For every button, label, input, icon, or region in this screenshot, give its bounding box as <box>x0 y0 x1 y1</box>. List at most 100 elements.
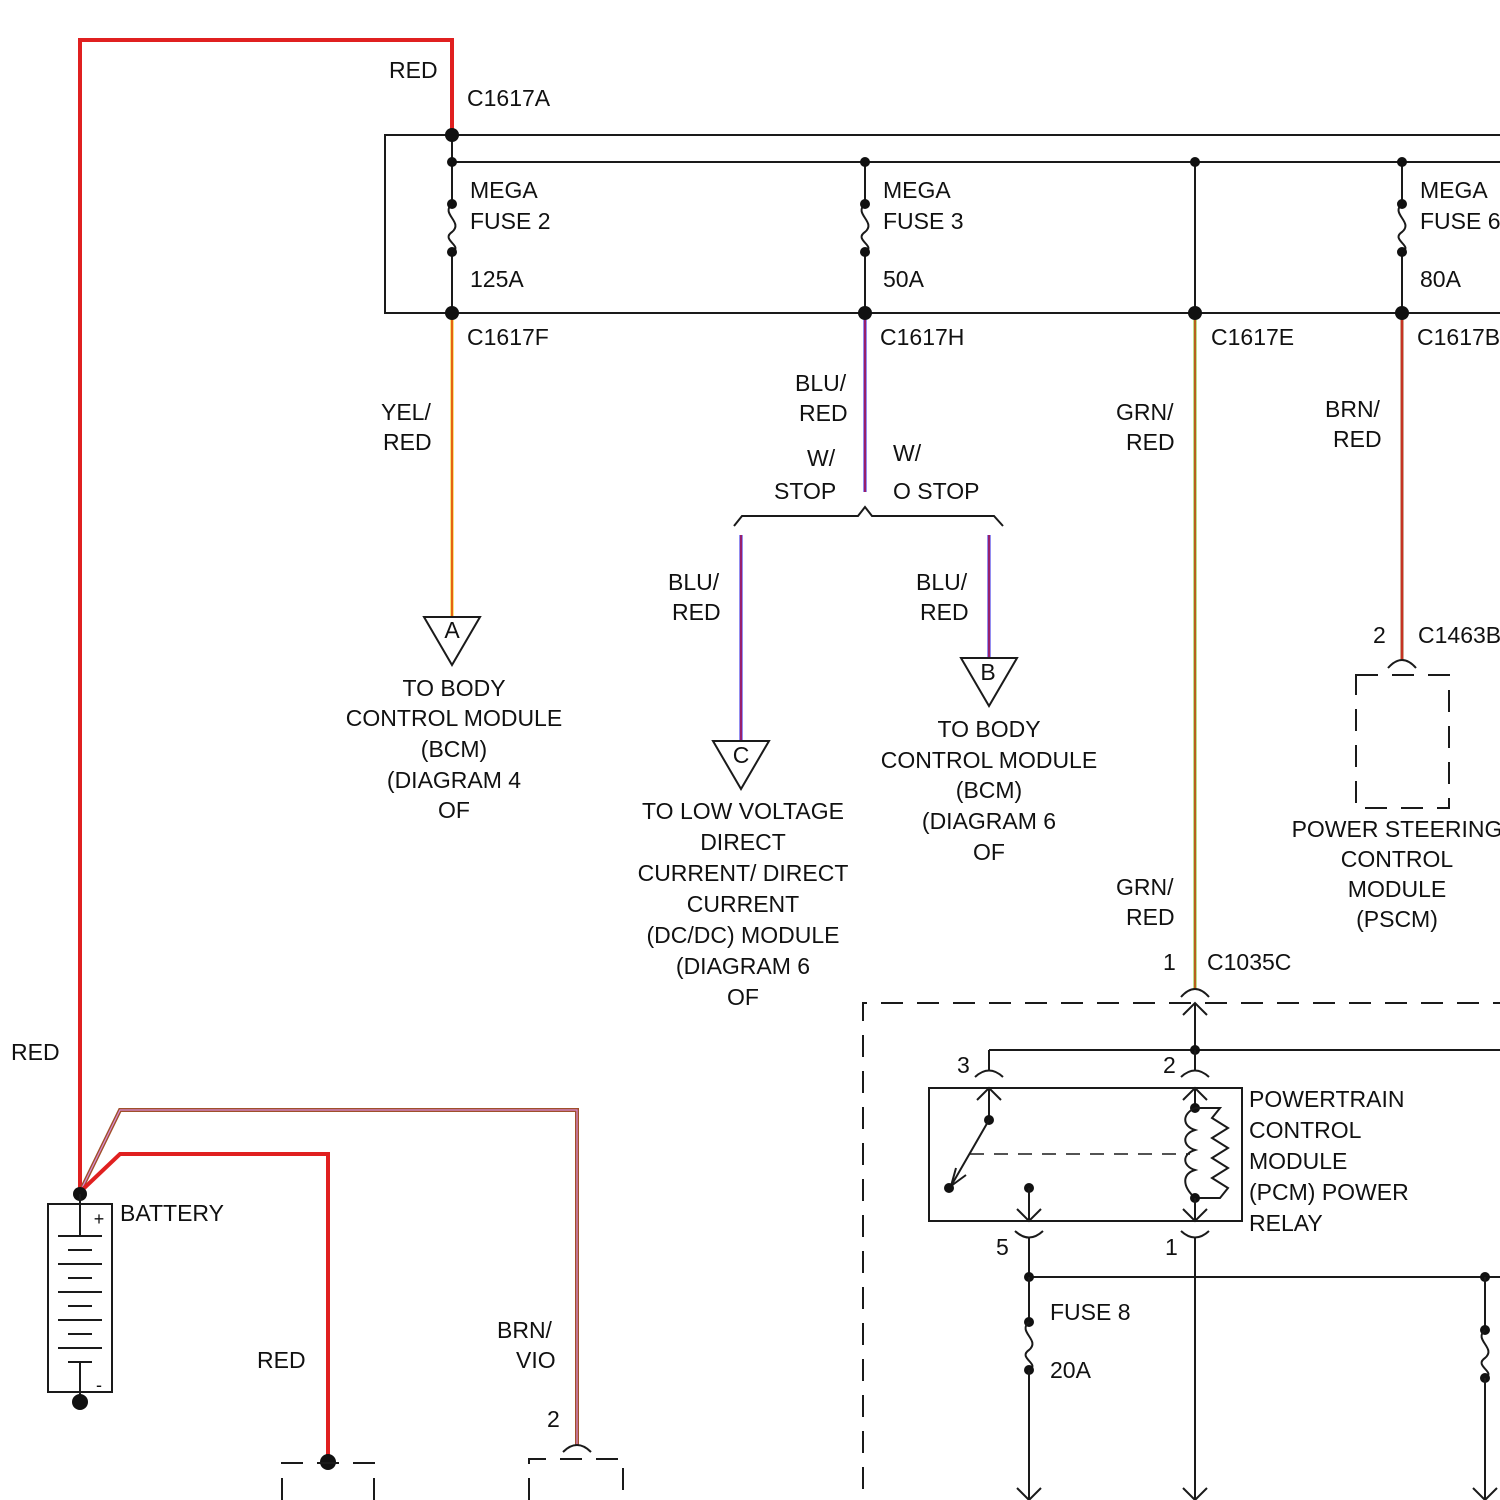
label-relay-pin-5: 5 <box>996 1234 1009 1260</box>
option-bracket <box>734 507 1003 526</box>
c1035c-connector <box>1181 989 1209 997</box>
label-brn-vio-1: BRN/ <box>497 1317 553 1343</box>
label-grn-red-bot-2: RED <box>1126 904 1175 930</box>
label-w-stop-1: W/ <box>807 445 836 471</box>
label-c1617h: C1617H <box>880 324 964 350</box>
c1617f-dot <box>445 306 459 320</box>
label-fuse8-rating: 20A <box>1050 1357 1092 1383</box>
label-c1035c: C1035C <box>1207 949 1291 975</box>
mega-fuse-3 <box>860 157 870 313</box>
label-bcm6-5: OF <box>973 839 1005 865</box>
label-mega-fuse-2-l1: MEGA <box>470 177 538 203</box>
label-relay-pin-2: 2 <box>1163 1052 1176 1078</box>
label-bcm4-2: CONTROL MODULE <box>346 705 562 731</box>
label-fuse8-name: FUSE 8 <box>1050 1299 1131 1325</box>
label-group-bcm-diagram-4: TO BODY CONTROL MODULE (BCM) (DIAGRAM 4 … <box>346 675 562 823</box>
label-yel-red-1: YEL/ <box>381 399 431 425</box>
pcm-power-relay <box>929 1071 1242 1238</box>
label-c1617f: C1617F <box>467 324 549 350</box>
label-mega-fuse-3-l1: MEGA <box>883 177 951 203</box>
label-bcm4-4: (DIAGRAM 4 <box>387 767 521 793</box>
label-blu-red-left-2: RED <box>672 599 721 625</box>
label-flag-a: A <box>444 617 460 643</box>
label-group-dcdc: TO LOW VOLTAGE DIRECT CURRENT/ DIRECT CU… <box>638 798 849 1010</box>
label-pscm-4: (PSCM) <box>1356 906 1438 932</box>
label-relay-1: POWERTRAIN <box>1249 1086 1404 1112</box>
label-yel-red-2: RED <box>383 429 432 455</box>
label-dcdc-4: CURRENT <box>687 891 799 917</box>
c1617a-dot <box>445 128 459 142</box>
label-flag-c: C <box>733 742 750 768</box>
label-c1617e: C1617E <box>1211 324 1294 350</box>
label-relay-3: MODULE <box>1249 1148 1347 1174</box>
label-brn-vio-2: VIO <box>516 1347 556 1373</box>
label-group-bcm-diagram-6: TO BODY CONTROL MODULE (BCM) (DIAGRAM 6 … <box>881 716 1097 865</box>
right-fuse-partial <box>1473 1272 1497 1500</box>
label-red-bottom: RED <box>257 1347 306 1373</box>
label-bcm4-3: (BCM) <box>421 736 487 762</box>
label-relay-pin-1: 1 <box>1165 1234 1178 1260</box>
label-mega-fuse-6-rating: 80A <box>1420 266 1462 292</box>
label-dcdc-1: TO LOW VOLTAGE <box>642 798 844 824</box>
label-pscm-1: POWER STEERING <box>1292 816 1500 842</box>
label-dcdc-6: (DIAGRAM 6 <box>676 953 810 979</box>
label-pscm-2: CONTROL <box>1341 846 1454 872</box>
label-wo-stop-1: W/ <box>893 440 922 466</box>
label-pscm-3: MODULE <box>1348 876 1446 902</box>
label-dcdc-7: OF <box>727 984 759 1010</box>
label-group-pscm: POWER STEERING CONTROL MODULE (PSCM) <box>1292 816 1500 932</box>
label-mega-fuse-2-rating: 125A <box>470 266 524 292</box>
brn-vio-connector <box>563 1445 591 1452</box>
label-mega-fuse-2-l2: FUSE 2 <box>470 208 551 234</box>
label-grn-red-top-2: RED <box>1126 429 1175 455</box>
label-grn-red-top-1: GRN/ <box>1116 399 1174 425</box>
wire-red-battery-to-c1617a <box>80 40 452 1192</box>
mega-fuse-2 <box>447 135 457 313</box>
label-bcm6-3: (BCM) <box>956 777 1022 803</box>
label-relay-pin-3: 3 <box>957 1052 970 1078</box>
label-brn-red-1: BRN/ <box>1325 396 1381 422</box>
label-bcm6-4: (DIAGRAM 6 <box>922 808 1056 834</box>
label-blu-red-right-2: RED <box>920 599 969 625</box>
label-mega-fuse-3-rating: 50A <box>883 266 925 292</box>
label-mega-fuse-6-l2: FUSE 6 <box>1420 208 1500 234</box>
fuse-8 <box>1017 1277 1041 1500</box>
label-pin-1-c1035: 1 <box>1163 949 1176 975</box>
label-c1463b: C1463B <box>1418 622 1500 648</box>
label-red-left: RED <box>11 1039 60 1065</box>
direct-feed-c1617e <box>1190 157 1200 313</box>
label-battery-minus: - <box>96 1375 102 1395</box>
label-bcm6-2: CONTROL MODULE <box>881 747 1097 773</box>
label-bcm4-1: TO BODY <box>402 675 505 701</box>
label-mega-fuse-6-l1: MEGA <box>1420 177 1488 203</box>
label-dcdc-2: DIRECT <box>700 829 786 855</box>
label-dcdc-5: (DC/DC) MODULE <box>647 922 840 948</box>
label-blu-red-left-1: BLU/ <box>668 569 720 595</box>
label-mega-fuse-3-l2: FUSE 3 <box>883 208 964 234</box>
c1617b-dot <box>1395 306 1409 320</box>
label-relay-4: (PCM) POWER <box>1249 1179 1409 1205</box>
label-blu-red-right-1: BLU/ <box>916 569 968 595</box>
label-brn-red-2: RED <box>1333 426 1382 452</box>
label-grn-red-bot-1: GRN/ <box>1116 874 1174 900</box>
c1617e-dot <box>1188 306 1202 320</box>
label-c1617a: C1617A <box>467 85 551 111</box>
mega-fuse-6 <box>1397 157 1407 313</box>
pscm-module-box <box>1356 675 1449 808</box>
label-battery-plus: + <box>94 1209 105 1229</box>
label-wo-stop-2: O STOP <box>893 478 980 504</box>
label-c1617b: C1617B <box>1417 324 1500 350</box>
label-relay-5: RELAY <box>1249 1210 1323 1236</box>
label-relay-2: CONTROL <box>1249 1117 1362 1143</box>
label-dcdc-3: CURRENT/ DIRECT <box>638 860 849 886</box>
label-battery: BATTERY <box>120 1200 224 1226</box>
label-bcm4-5: OF <box>438 797 470 823</box>
label-pin-2-bottom: 2 <box>547 1406 560 1432</box>
c1035c-arrow <box>1183 1003 1207 1050</box>
label-pin-2-c1463: 2 <box>1373 622 1386 648</box>
c1463b-connector <box>1388 660 1416 668</box>
bottom-module-right <box>529 1459 623 1500</box>
label-bcm6-1: TO BODY <box>937 716 1040 742</box>
label-red-top: RED <box>389 57 438 83</box>
